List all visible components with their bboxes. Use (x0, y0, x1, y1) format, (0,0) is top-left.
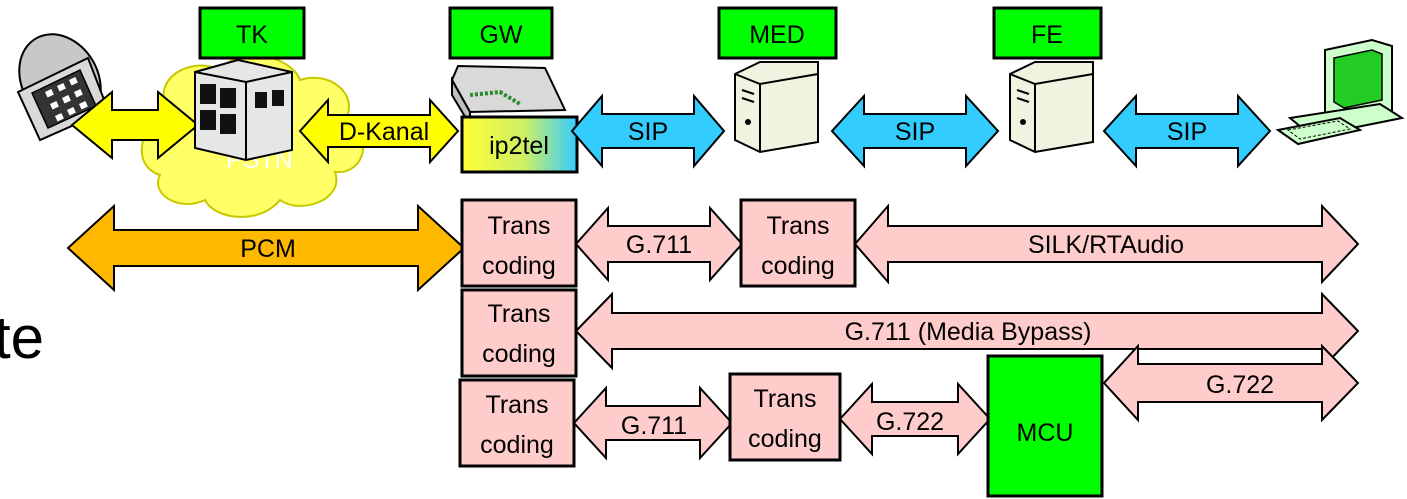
trans-label: Trans (488, 212, 551, 240)
fe-label: FE (1031, 21, 1063, 49)
gw-label-box (448, 6, 554, 60)
gateway-device-icon (450, 64, 567, 129)
transcoding-box-med (739, 198, 857, 288)
fe-label-box (992, 6, 1103, 60)
pcm-label: PCM (240, 235, 296, 263)
partial-heading-text: te (0, 304, 44, 371)
sip-label-3: SIP (1167, 118, 1207, 146)
med-label: MED (749, 21, 805, 49)
g722-label-left: G.722 (876, 408, 944, 436)
transcoding-box-gw-row1 (460, 198, 578, 288)
silk-rtaudio-label: SILK/RTAudio (1028, 231, 1184, 259)
d-kanal-arrow (298, 97, 460, 165)
coding-label: coding (748, 425, 822, 453)
g711-label-row3: G.711 (621, 412, 687, 440)
sip-arrow-fe-client (1102, 93, 1272, 169)
coding-label: coding (480, 431, 554, 459)
g711-media-bypass-arrow (574, 291, 1360, 371)
sip-arrow-med-fe (830, 93, 1000, 169)
trans-label: Trans (488, 300, 551, 328)
trans-label: Trans (767, 212, 830, 240)
sip-label-1: SIP (628, 118, 668, 146)
silk-rtaudio-arrow (853, 203, 1360, 285)
g722-label-right: G.722 (1206, 371, 1274, 399)
mcu-label: MCU (1017, 419, 1074, 447)
mcu-box (986, 354, 1104, 498)
transcoding-box-gw-row2 (460, 288, 578, 378)
ip2tel-label: ip2tel (489, 132, 549, 160)
fe-server-icon (1009, 61, 1094, 154)
tk-label-box (198, 6, 306, 60)
sip-label-2: SIP (895, 118, 935, 146)
med-label-box (717, 6, 838, 60)
tk-server-icon (194, 58, 293, 162)
trans-label: Trans (754, 385, 817, 413)
coding-label: coding (761, 252, 835, 280)
transcoding-box-row3-mid (728, 372, 842, 462)
ip2tel-box (460, 115, 579, 174)
g722-arrow-right (1102, 343, 1360, 423)
med-server-icon (734, 61, 819, 154)
sip-arrow-gw-med (570, 93, 726, 169)
d-kanal-label: D-Kanal (339, 118, 429, 146)
g711-label-row1: G.711 (626, 231, 692, 259)
client-computer-icon (1275, 38, 1405, 146)
gw-label: GW (479, 21, 522, 49)
g711-media-bypass-label: G.711 (Media Bypass) (845, 318, 1092, 346)
coding-label: coding (482, 340, 556, 368)
trans-label: Trans (486, 391, 549, 419)
coding-label: coding (482, 252, 556, 280)
tk-label: TK (236, 21, 268, 49)
